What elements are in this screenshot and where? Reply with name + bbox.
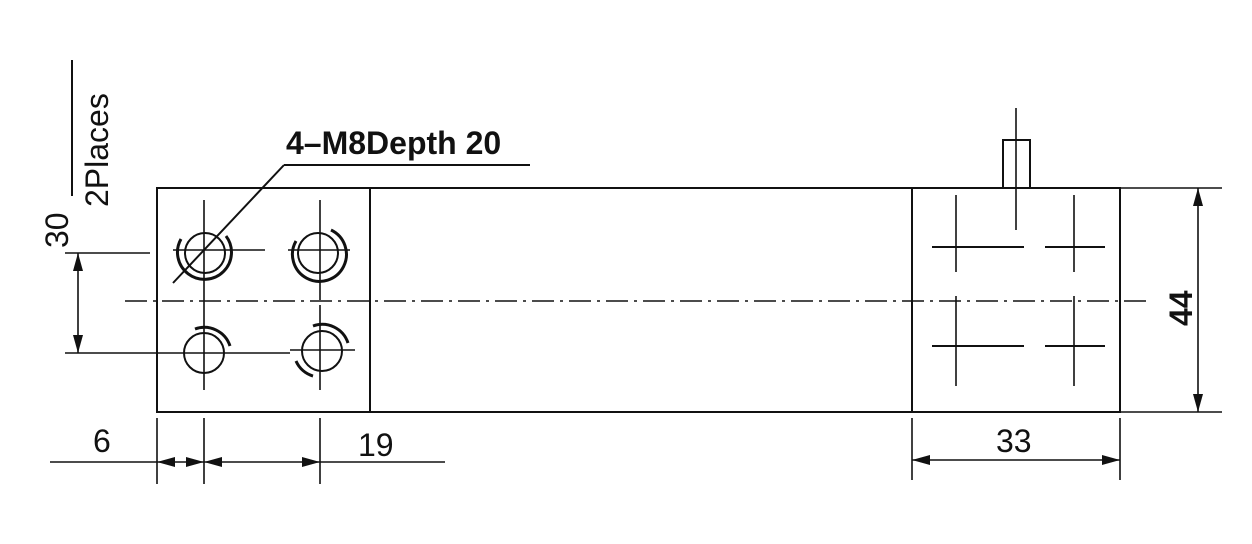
dimension-edge-offset-label: 6 (93, 423, 111, 459)
mounting-hole (173, 200, 265, 305)
dimension-vertical-spacing-label: 30 (39, 212, 75, 248)
dimension-hole-spacing-label: 19 (358, 427, 394, 463)
thread-callout-label: 4–M8Depth 20 (286, 125, 501, 161)
mounting-hole (65, 305, 290, 390)
dimension-right-block-label: 33 (996, 423, 1032, 459)
load-cell-body (156, 187, 1121, 413)
dimension-height-label: 44 (1163, 290, 1199, 326)
mounting-hole (290, 305, 355, 390)
dimension-bottom-right (911, 418, 1121, 480)
dimension-height (1120, 187, 1222, 413)
dimension-bottom-left (50, 418, 445, 484)
dimension-vertical-spacing (65, 252, 150, 353)
mounting-holes-right (932, 195, 1105, 386)
cable-gland (1002, 108, 1031, 230)
mounting-hole (288, 200, 350, 300)
places-label: 2Places (79, 93, 115, 207)
mounting-holes-left (65, 200, 355, 390)
thread-callout-leader (172, 164, 530, 284)
